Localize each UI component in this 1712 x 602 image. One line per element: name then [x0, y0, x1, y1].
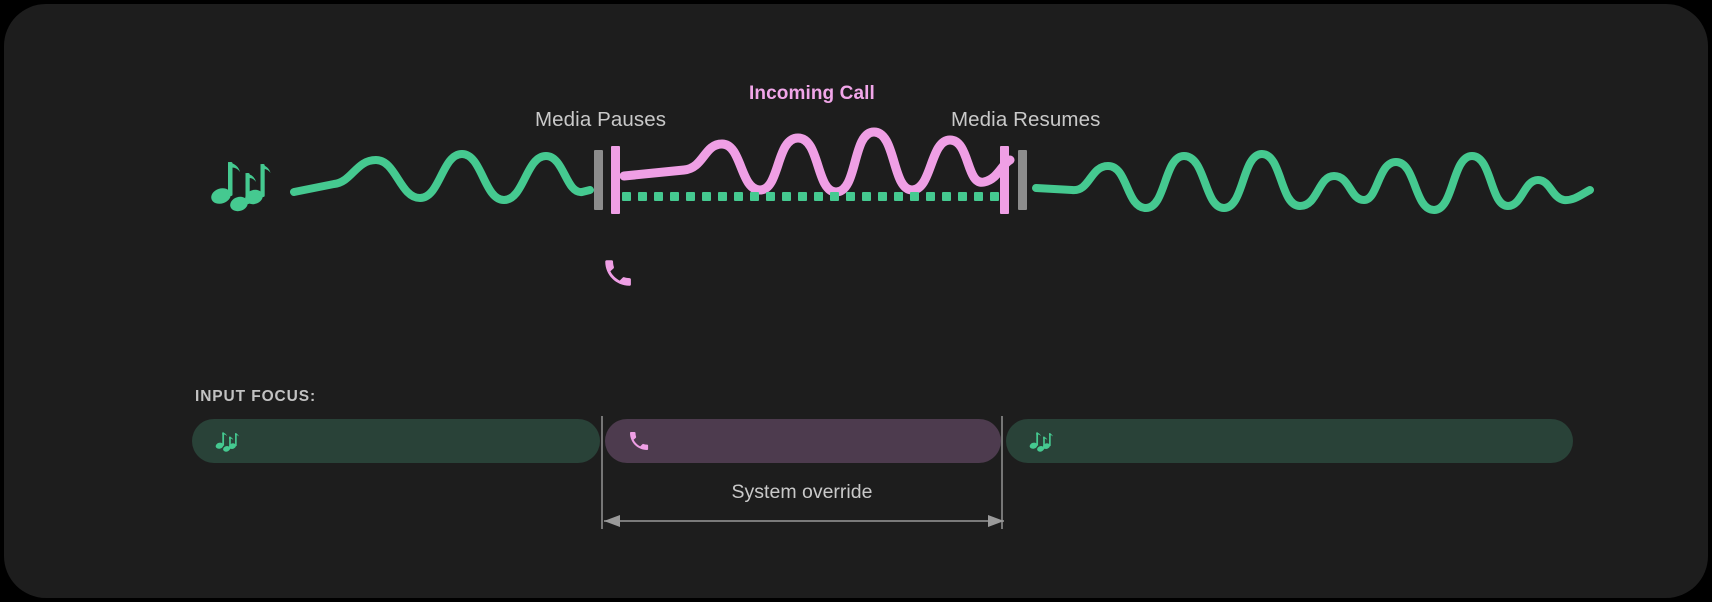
pause-marker-gray-bar — [594, 150, 603, 210]
phone-icon — [627, 429, 651, 453]
waveform-canvas — [290, 127, 1594, 214]
override-guide-right — [1001, 416, 1003, 529]
focus-bar-media-after[interactable] — [1006, 419, 1573, 463]
call-waveform — [619, 127, 1015, 197]
override-guide-left — [601, 416, 603, 529]
label-media-resumes: Media Resumes — [951, 108, 1101, 131]
focus-bar-media-before[interactable] — [192, 419, 600, 463]
system-override-label: System override — [731, 481, 873, 503]
music-notes-icon — [209, 156, 271, 217]
music-notes-icon — [1028, 430, 1054, 452]
phone-icon — [601, 256, 635, 295]
audio-timeline: Media Pauses Incoming Call Media Resumes — [4, 4, 1708, 344]
pause-marker-pink-bar — [611, 146, 620, 214]
label-incoming-call: Incoming Call — [749, 83, 875, 104]
diagram-panel: Media Pauses Incoming Call Media Resumes… — [4, 4, 1708, 598]
label-media-pauses: Media Pauses — [535, 108, 667, 131]
media-muted-dotted-track — [622, 192, 999, 201]
media-waveform-after — [1032, 150, 1594, 214]
input-focus-bar-group — [4, 419, 1708, 465]
resume-marker-gray-bar — [1018, 150, 1027, 210]
input-focus-heading: INPUT FOCUS: — [195, 388, 317, 405]
media-waveform-before — [290, 150, 594, 204]
double-headed-arrow-icon — [604, 515, 1004, 527]
focus-bar-call[interactable] — [605, 419, 1001, 463]
music-notes-icon — [214, 430, 240, 452]
resume-marker-pink-bar — [1000, 146, 1009, 214]
